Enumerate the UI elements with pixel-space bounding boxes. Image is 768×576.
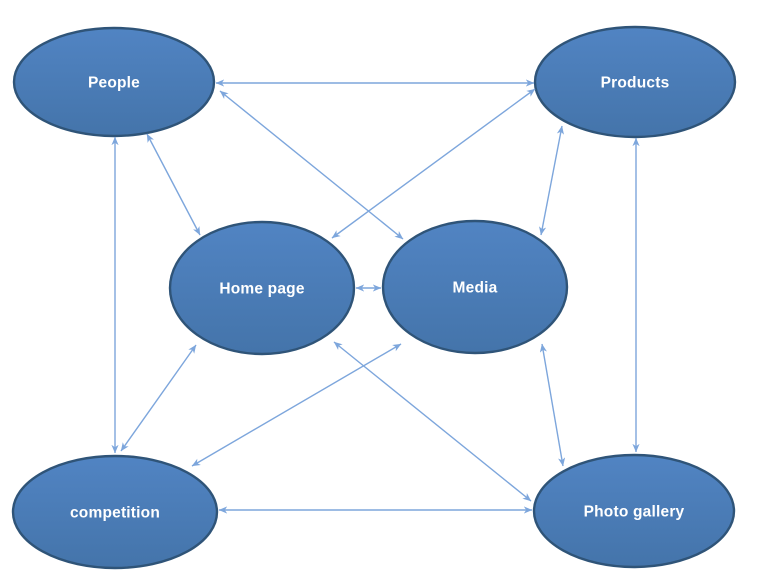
edge-media-competition (191, 343, 402, 467)
node-label-products: Products (601, 74, 670, 91)
node-label-home-page: Home page (219, 280, 305, 297)
node-label-photo-gallery: Photo gallery (584, 503, 685, 520)
node-people (12, 26, 216, 138)
node-products (533, 25, 737, 139)
edge-home-page-competition (120, 344, 197, 452)
edges-layer (111, 79, 640, 514)
edge-people-home-page (146, 133, 201, 236)
edge-products-home-page (331, 88, 536, 239)
node-competition (11, 454, 219, 570)
nodes-layer (11, 25, 737, 570)
edge-people-media (219, 90, 404, 240)
edge-media-photo-gallery (539, 343, 566, 467)
node-photo-gallery (532, 453, 736, 569)
node-label-competition: competition (70, 504, 160, 521)
node-label-media: Media (453, 279, 498, 296)
edge-products-media (539, 125, 564, 236)
node-label-people: People (88, 74, 140, 91)
